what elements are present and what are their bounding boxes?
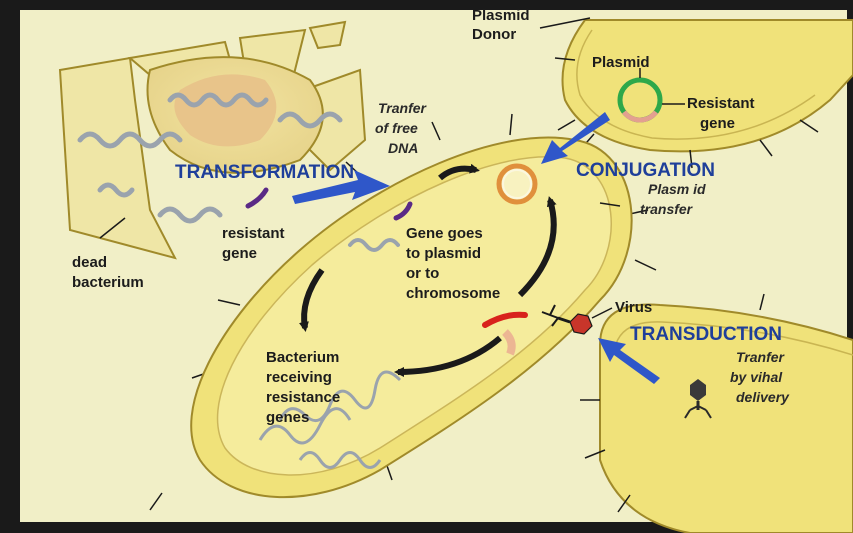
gene-goes-label-line4: chromosome — [406, 285, 500, 302]
viral-delivery-label-line3: delivery — [736, 389, 790, 405]
viral-delivery-label-line1: Tranfer — [736, 349, 786, 365]
virus-label: Virus — [615, 299, 652, 316]
plasmid-transfer-label-line1: Plasm id — [648, 181, 706, 197]
transfer-free-dna-label-line2: of free — [375, 120, 418, 136]
transfer-free-dna-label-line1: Tranfer — [378, 100, 428, 116]
conjugation-label: CONJUGATION — [576, 160, 715, 181]
receiving-label-line2: receiving — [266, 369, 332, 386]
dead-bacterium-label-line2: bacterium — [72, 274, 144, 291]
plasmid-donor-label-line2: Donor — [472, 26, 516, 43]
dead-bacterium-label-line1: dead — [72, 254, 107, 271]
transformation-label: TRANSFORMATION — [175, 162, 354, 183]
plasmid-label: Plasmid — [592, 54, 650, 71]
receiving-label-line1: Bacterium — [266, 349, 339, 366]
received-plasmid — [499, 166, 535, 202]
gene-goes-label-line1: Gene goes — [406, 225, 483, 242]
transduction-label: TRANSDUCTION — [630, 324, 782, 345]
resistant-gene-right-label-line1: Resistant — [687, 95, 755, 112]
viral-delivery-label-line2: by vihal — [730, 369, 783, 385]
transfer-free-dna-label-line3: DNA — [388, 140, 418, 156]
resistant-gene-left-label-line2: gene — [222, 245, 257, 262]
gene-goes-label-line2: to plasmid — [406, 245, 481, 262]
resistant-gene-right-label-line2: gene — [700, 115, 735, 132]
gene-goes-label-line3: or to — [406, 265, 439, 282]
plasmid-donor-label-line1: Plasmid — [472, 7, 530, 24]
resistant-gene-left-label-line1: resistant — [222, 225, 285, 242]
receiving-label-line4: genes — [266, 409, 309, 426]
plasmid-transfer-label-line2: transfer — [640, 201, 694, 217]
receiving-label-line3: resistance — [266, 389, 340, 406]
